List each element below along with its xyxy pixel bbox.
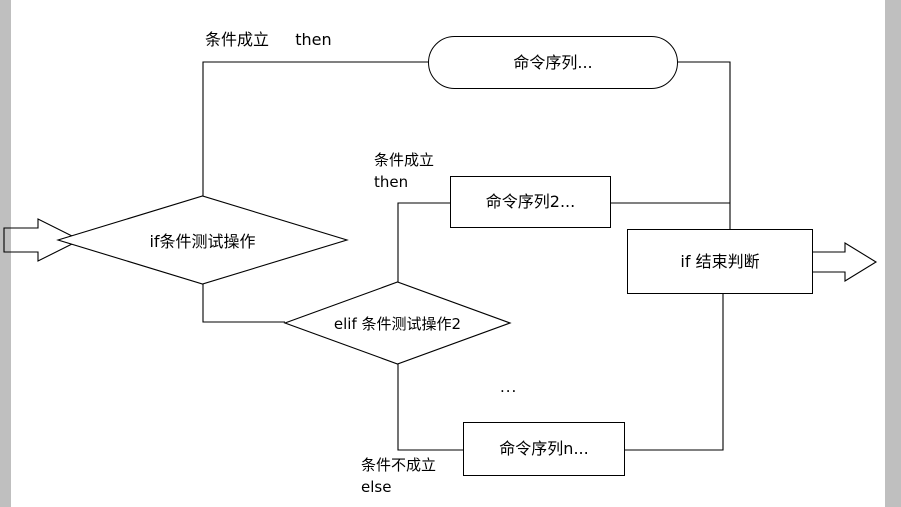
label-elif-true-condition: 条件成立 then bbox=[374, 150, 434, 194]
edge-cmd1-to-endif bbox=[678, 61, 731, 229]
process-cmd-2-label: 命令序列2... bbox=[485, 192, 576, 212]
process-cmd-1[interactable]: 命令序列... bbox=[428, 36, 678, 89]
process-cmd-n[interactable]: 命令序列n... bbox=[463, 422, 625, 476]
label-else-condition-text: 条件不成立 bbox=[361, 456, 437, 474]
label-if-true-then-text: then bbox=[295, 30, 332, 49]
label-if-true-condition: 条件成立 then bbox=[205, 28, 332, 51]
decision-if[interactable]: if条件测试操作 bbox=[56, 195, 349, 285]
process-cmd-2[interactable]: 命令序列2... bbox=[450, 176, 611, 228]
edge-elif-true bbox=[397, 202, 450, 282]
right-gutter-bar bbox=[885, 0, 901, 507]
label-if-true-condition-text: 条件成立 bbox=[205, 30, 270, 49]
label-else-keyword-text: else bbox=[361, 477, 392, 496]
ellipsis-marker: ... bbox=[500, 378, 518, 396]
decision-elif-shape bbox=[283, 281, 512, 365]
edge-if-false bbox=[202, 283, 285, 323]
edge-elif-false bbox=[397, 364, 463, 451]
decision-elif-label: elif 条件测试操作2 bbox=[333, 314, 462, 333]
process-cmd-n-label: 命令序列n... bbox=[499, 439, 589, 459]
process-cmd-1-label: 命令序列... bbox=[513, 52, 593, 72]
decision-elif[interactable]: elif 条件测试操作2 bbox=[283, 281, 512, 365]
end-if-label: if 结束判断 bbox=[680, 251, 760, 271]
decision-if-shape bbox=[56, 195, 349, 285]
label-elif-true-then-text: then bbox=[374, 172, 409, 191]
label-elif-true-condition-text: 条件成立 bbox=[374, 151, 435, 169]
label-else-condition: 条件不成立 else bbox=[361, 455, 436, 499]
end-if-node[interactable]: if 结束判断 bbox=[627, 229, 813, 294]
decision-if-label: if条件测试操作 bbox=[149, 232, 256, 251]
edge-cmdn-to-endif bbox=[625, 294, 724, 451]
